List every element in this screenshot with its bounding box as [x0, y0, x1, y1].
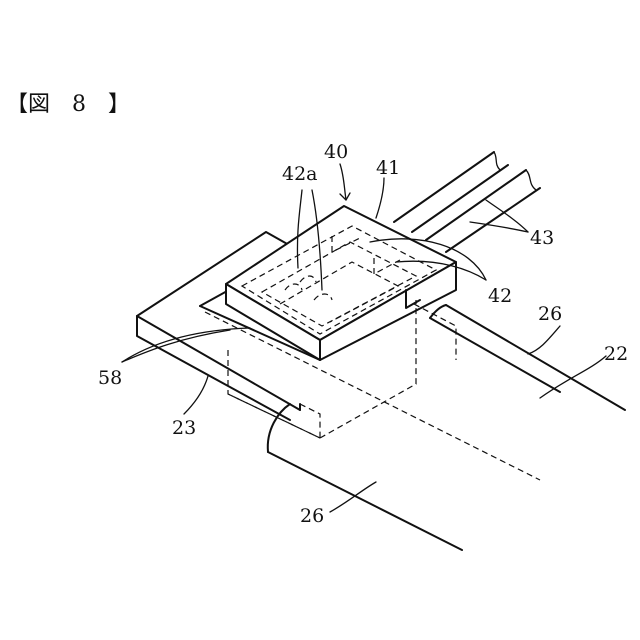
label-58: 58 — [98, 367, 122, 389]
label-40: 40 — [324, 141, 348, 163]
label-42a: 42a — [282, 163, 318, 185]
label-41: 41 — [376, 157, 400, 179]
label-22: 22 — [604, 343, 628, 365]
substrate-22 — [430, 305, 625, 410]
cables-43 — [394, 152, 540, 252]
module-housing-40 — [226, 206, 456, 360]
label-26-upper: 26 — [538, 303, 562, 325]
label-43: 43 — [530, 227, 554, 249]
label-23: 23 — [172, 417, 196, 439]
label-26-lower: 26 — [300, 505, 324, 527]
label-42: 42 — [488, 285, 512, 307]
